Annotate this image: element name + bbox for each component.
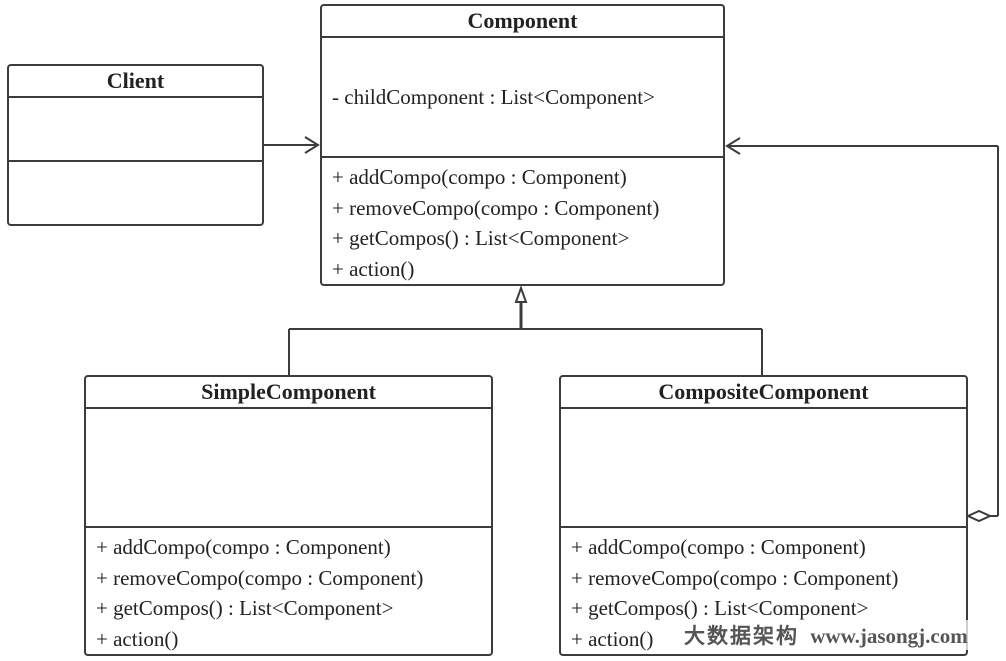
operations-compartment	[9, 162, 262, 224]
watermark-brand: 大数据架构	[684, 624, 799, 648]
operation: + addCompo(compo : Component)	[96, 535, 391, 559]
class-name: CompositeComponent	[561, 377, 966, 409]
watermark-site: www.jasongj.com	[810, 624, 968, 648]
operations-compartment: + addCompo(compo : Component) + removeCo…	[322, 158, 723, 284]
composite-component-class[interactable]: CompositeComponent + addCompo(compo : Co…	[559, 375, 968, 656]
operation: + addCompo(compo : Component)	[571, 535, 866, 559]
attributes-compartment	[9, 98, 262, 162]
operation: + removeCompo(compo : Component)	[96, 565, 424, 590]
attributes-compartment	[86, 409, 491, 528]
class-name: Client	[9, 66, 262, 98]
attributes-compartment	[561, 409, 966, 528]
attribute: - childComponent : List<Component>	[332, 84, 655, 109]
aggregation-composite-to-component	[725, 137, 999, 523]
class-name: SimpleComponent	[86, 377, 491, 409]
simple-component-class[interactable]: SimpleComponent + addCompo(compo : Compo…	[84, 375, 493, 656]
association-client-to-component	[264, 136, 320, 154]
component-class[interactable]: Component - childComponent : List<Compon…	[320, 4, 725, 286]
operation: + action()	[332, 256, 415, 281]
operation: + getCompos() : List<Component>	[571, 596, 869, 620]
operation: + removeCompo(compo : Component)	[571, 565, 899, 590]
operations-compartment: + addCompo(compo : Component) + removeCo…	[86, 528, 491, 654]
operation: + action()	[571, 626, 654, 651]
operation: + addCompo(compo : Component)	[332, 165, 627, 189]
operation: + getCompos() : List<Component>	[332, 226, 630, 250]
class-name: Component	[322, 6, 723, 38]
operation: + getCompos() : List<Component>	[96, 596, 394, 620]
attributes-compartment: - childComponent : List<Component>	[322, 38, 723, 158]
operation: + action()	[96, 626, 179, 651]
operations-compartment: + addCompo(compo : Component) + removeCo…	[561, 528, 966, 654]
generalization-to-component	[288, 285, 763, 375]
client-class[interactable]: Client	[7, 64, 264, 226]
watermark: 大数据架构 www.jasongj.com	[682, 620, 970, 650]
operation: + removeCompo(compo : Component)	[332, 195, 660, 220]
